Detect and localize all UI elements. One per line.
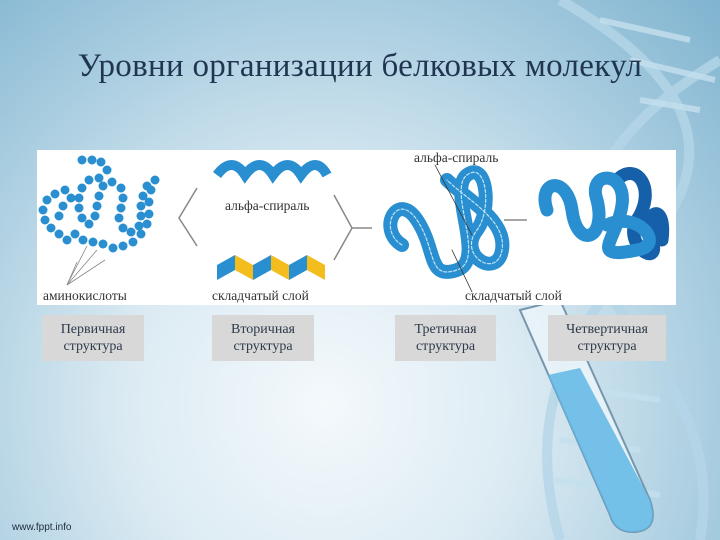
amino-acid-bead: [60, 185, 70, 195]
amino-acids-label: аминокислоты: [43, 288, 127, 303]
sheet-segment: [307, 255, 325, 280]
amino-acid-bead: [96, 157, 106, 167]
beta-sheet-ribbon: [217, 255, 325, 280]
amino-acid-bead: [77, 183, 87, 193]
amino-acid-bead: [70, 229, 80, 239]
amino-acid-bead: [50, 189, 60, 199]
amino-acid-bead: [146, 185, 156, 195]
amino-acid-bead: [78, 235, 88, 245]
amino-acid-bead: [92, 201, 102, 211]
footer-url: www.fppt.info: [12, 522, 72, 533]
amino-acid-bead: [107, 177, 117, 187]
amino-acid-bead: [40, 215, 50, 225]
sheet-segment: [253, 255, 271, 280]
sheet-segment: [289, 255, 307, 280]
amino-acid-bead: [54, 229, 64, 239]
amino-acid-bead: [144, 209, 154, 219]
alpha-helix-ribbon: [213, 160, 332, 184]
arrows: [178, 187, 527, 261]
tertiary-structure-line2: структура: [415, 339, 476, 354]
quaternary-structure-line2: структура: [577, 339, 637, 354]
amino-acid-bead: [126, 227, 136, 237]
primary-structure-line2: структура: [63, 339, 123, 354]
amino-acid-bead: [84, 175, 94, 185]
secondary-structure-line2: структура: [233, 339, 293, 354]
amino-acid-bead: [84, 219, 94, 229]
amino-acid-bead: [142, 219, 152, 229]
amino-acid-bead: [144, 197, 154, 207]
amino-acid-bead: [77, 213, 87, 223]
amino-acid-bead: [74, 203, 84, 213]
amino-acid-bead: [94, 191, 104, 201]
amino-acid-bead: [90, 211, 100, 221]
amino-acid-bead: [42, 195, 52, 205]
quaternary-structure-line1: Четвертичная: [566, 322, 648, 337]
amino-acid-bead: [88, 237, 98, 247]
tertiary-structure: [383, 164, 510, 293]
amino-acid-bead: [134, 221, 144, 231]
amino-acid-bead: [116, 183, 126, 193]
amino-acid-bead: [136, 201, 146, 211]
quaternary-structure-box: Четвертичная структура: [548, 315, 666, 361]
pointer-lines: [66, 245, 106, 286]
amino-acid-bead: [136, 211, 146, 221]
slide-title: Уровни организации белковых молекул: [77, 48, 643, 84]
amino-acid-bead: [108, 243, 118, 253]
primary-structure-box: Первичная структура: [42, 315, 144, 361]
sheet-segment: [217, 255, 235, 280]
alpha-helix-label: альфа-спираль: [225, 198, 310, 213]
amino-acid-bead: [62, 235, 72, 245]
amino-acid-bead: [138, 191, 148, 201]
amino-acid-bead: [150, 175, 160, 185]
sheet-segment: [271, 255, 289, 280]
secondary-structure-line1: Вторичная: [231, 322, 295, 337]
amino-acid-bead: [66, 193, 76, 203]
sheet-segment: [235, 255, 253, 280]
amino-acid-bead: [98, 181, 108, 191]
tertiary-beta-sheet-label: складчатый слой: [465, 288, 562, 303]
amino-acid-bead: [102, 165, 112, 175]
amino-acid-bead: [94, 173, 104, 183]
amino-acid-chain: [38, 155, 160, 253]
amino-acid-bead: [74, 193, 84, 203]
tertiary-structure-line1: Третичная: [414, 322, 477, 337]
amino-acid-bead: [87, 155, 97, 165]
amino-acid-bead: [46, 223, 56, 233]
primary-structure-line1: Первичная: [60, 322, 126, 337]
amino-acid-bead: [118, 241, 128, 251]
secondary-structure-box: Вторичная структура: [212, 315, 314, 361]
quaternary-structure: [538, 167, 670, 261]
amino-acid-bead: [136, 229, 146, 239]
amino-acid-bead: [77, 155, 87, 165]
amino-acid-bead: [114, 213, 124, 223]
beta-sheet-label: складчатый слой: [212, 288, 309, 303]
tertiary-alpha-helix-label: альфа-спираль: [414, 150, 499, 165]
protein-structure-figure: аминокислоты альфа-спираль складчатый сл…: [37, 150, 676, 305]
amino-acid-bead: [54, 211, 64, 221]
amino-acid-bead: [116, 203, 126, 213]
amino-acid-bead: [98, 239, 108, 249]
amino-acid-bead: [38, 205, 48, 215]
amino-acid-bead: [58, 201, 68, 211]
tertiary-structure-box: Третичная структура: [395, 315, 496, 361]
amino-acid-bead: [118, 193, 128, 203]
amino-acid-bead: [128, 237, 138, 247]
amino-acid-bead: [118, 223, 128, 233]
